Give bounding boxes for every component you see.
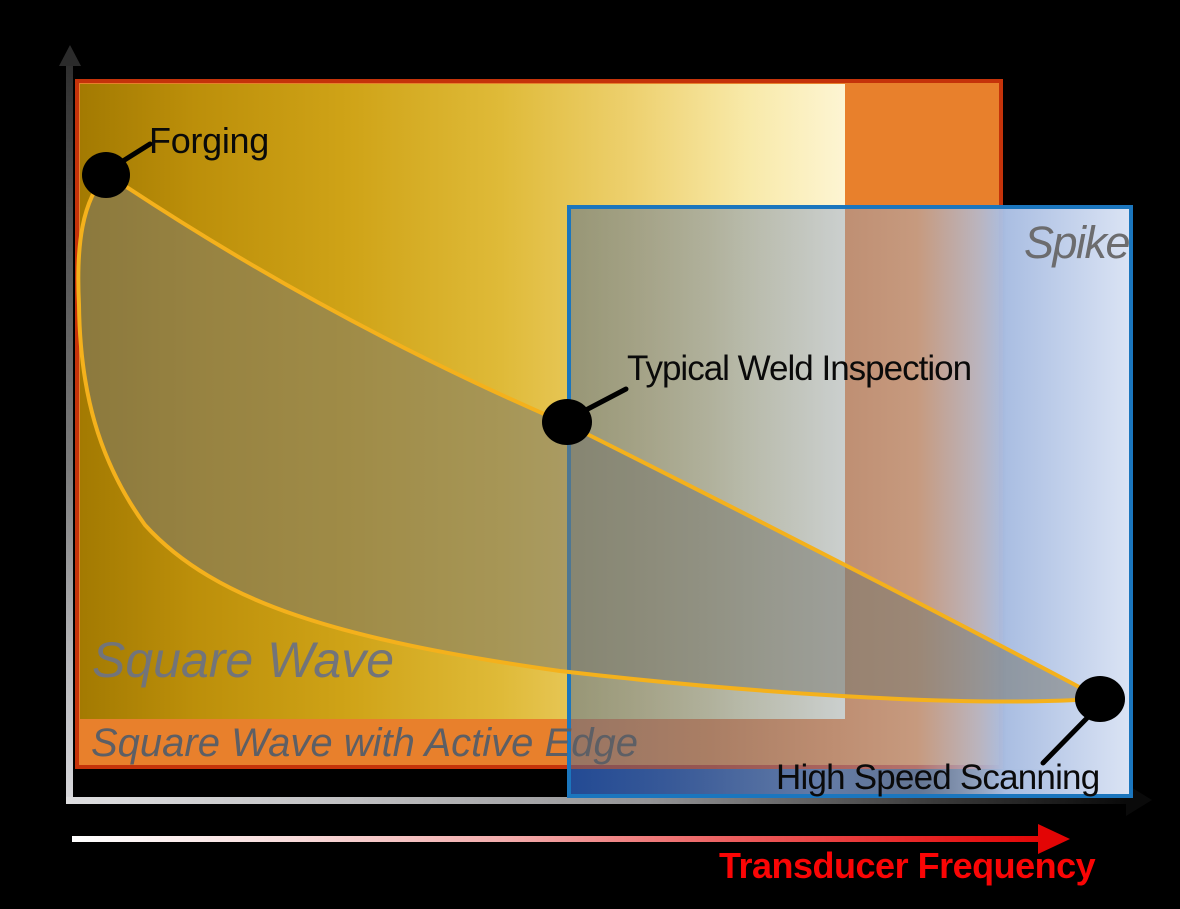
application-band <box>78 174 1101 702</box>
square-wave-active-edge-region-label: Square Wave with Active Edge <box>91 721 638 765</box>
y-axis-line <box>66 62 73 802</box>
y-axis-arrow-icon <box>59 45 81 66</box>
x-axis-label: Transducer Frequency <box>719 845 1096 886</box>
spike-region-label: Spike <box>1024 217 1131 268</box>
x-axis-line <box>66 797 1126 804</box>
weld-point <box>542 399 592 445</box>
square-wave-region-label: Square Wave <box>92 632 395 688</box>
forging-callout-line <box>120 141 153 164</box>
forging-label: Forging <box>149 120 269 161</box>
high-speed-scanning-label: High Speed Scanning <box>776 758 1100 797</box>
weld-callout-line <box>581 386 629 414</box>
band-lower-curve <box>76 172 1077 704</box>
scanning-point <box>1075 676 1125 722</box>
forging-point <box>82 152 130 198</box>
frequency-arrow-line <box>72 836 1038 842</box>
scanning-callout-line <box>1040 713 1092 766</box>
region-spike-bottom-band <box>571 769 1129 794</box>
weld-inspection-label: Typical Weld Inspection <box>627 349 972 388</box>
frequency-arrow-icon <box>1038 824 1070 854</box>
